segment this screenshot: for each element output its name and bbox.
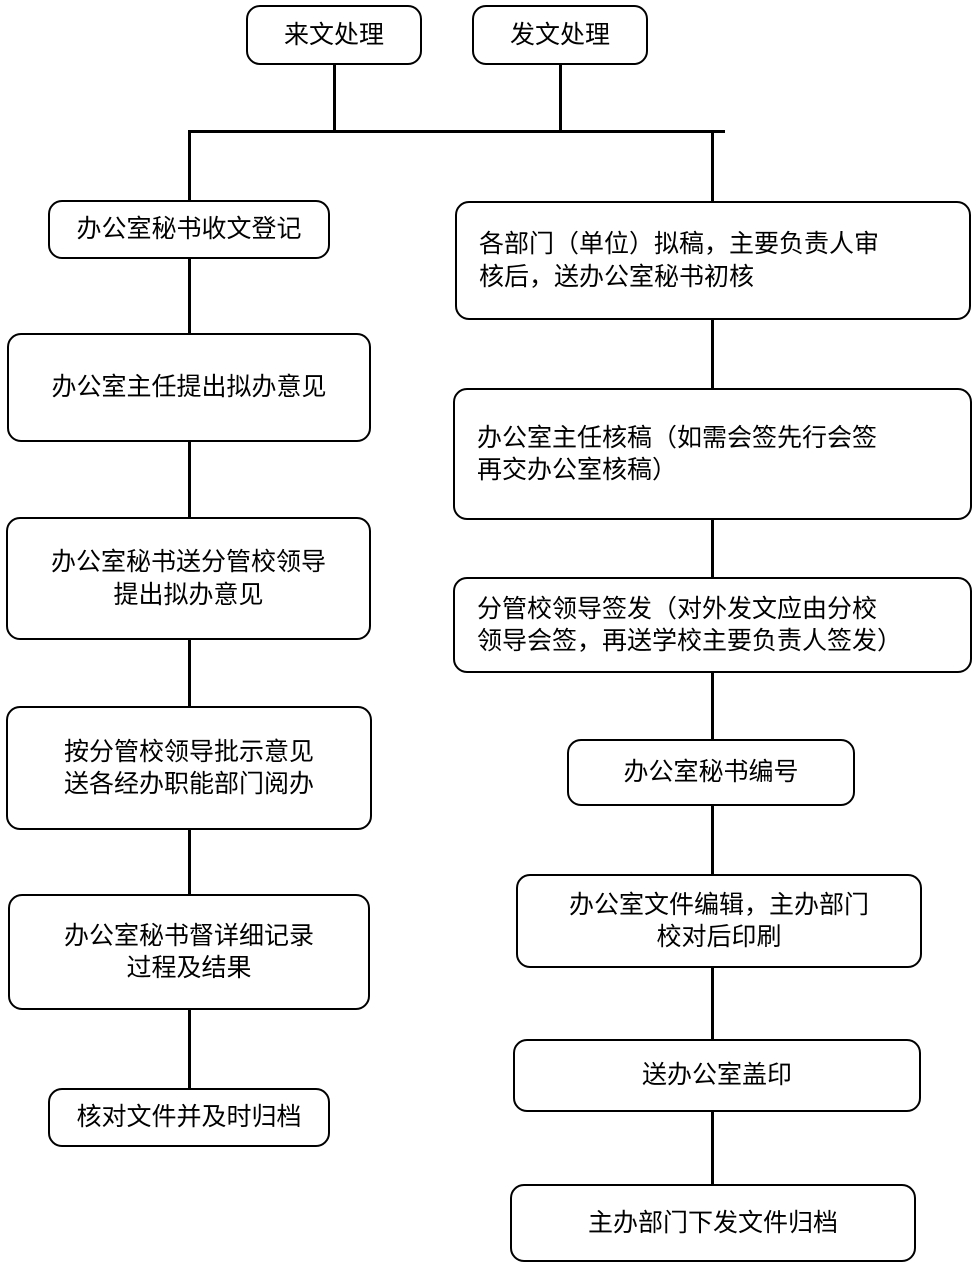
edge-right-2-to-3	[711, 519, 714, 578]
node-label: 办公室秘书送分管校领导 提出拟办意见	[50, 547, 326, 609]
edge-left-1-to-2	[188, 258, 191, 334]
edge-right-6-to-7	[711, 1111, 714, 1185]
node-right-step-3[interactable]: 分管校领导签发（对外发文应由分校 领导会签，再送学校主要负责人签发）	[453, 577, 972, 673]
node-outgoing-document-header[interactable]: 发文处理	[472, 5, 648, 65]
node-left-step-4[interactable]: 按分管校领导批示意见 送各经办职能部门阅办	[6, 706, 372, 830]
edge-bus-to-right-column	[711, 130, 714, 202]
edge-bus-to-left-column	[188, 130, 191, 202]
node-right-step-4[interactable]: 办公室秘书编号	[567, 739, 855, 806]
node-label: 发文处理	[509, 19, 610, 49]
node-label: 主办部门下发文件归档	[587, 1207, 838, 1237]
node-label: 办公室主任核稿（如需会签先行会签 再交办公室核稿）	[477, 422, 878, 485]
edge-right-5-to-6	[711, 967, 714, 1040]
edge-left-5-to-6	[188, 1009, 191, 1089]
node-right-step-6[interactable]: 送办公室盖印	[513, 1039, 921, 1112]
node-label: 送办公室盖印	[641, 1060, 792, 1090]
edge-right-3-to-4	[711, 672, 714, 740]
node-label: 各部门（单位）拟稿，主要负责人审 核后，送办公室秘书初核	[479, 229, 880, 291]
node-incoming-document-header[interactable]: 来文处理	[246, 5, 422, 65]
node-left-step-2[interactable]: 办公室主任提出拟办意见	[7, 333, 371, 442]
edge-right-4-to-5	[711, 805, 714, 875]
node-label: 核对文件并及时归档	[76, 1102, 302, 1132]
node-label: 按分管校领导批示意见 送各经办职能部门阅办	[63, 736, 314, 799]
edge-top-left-down	[333, 64, 336, 132]
node-label: 办公室秘书收文登记	[76, 214, 302, 244]
node-label: 办公室主任提出拟办意见	[51, 372, 327, 402]
edge-left-2-to-3	[188, 441, 191, 518]
node-right-step-7[interactable]: 主办部门下发文件归档	[510, 1184, 916, 1262]
node-label: 来文处理	[283, 19, 384, 49]
node-left-step-5[interactable]: 办公室秘书督详细记录 过程及结果	[8, 894, 370, 1010]
node-left-step-1[interactable]: 办公室秘书收文登记	[48, 200, 330, 259]
edge-horizontal-bus	[188, 130, 725, 133]
node-label: 分管校领导签发（对外发文应由分校 领导会签，再送学校主要负责人签发）	[477, 593, 903, 656]
node-label: 办公室文件编辑，主办部门 校对后印刷	[568, 889, 869, 952]
edge-top-right-down	[559, 64, 562, 132]
node-label: 办公室秘书编号	[623, 757, 799, 787]
edge-left-4-to-5	[188, 829, 191, 895]
node-right-step-5[interactable]: 办公室文件编辑，主办部门 校对后印刷	[516, 874, 922, 968]
node-left-step-6[interactable]: 核对文件并及时归档	[48, 1088, 330, 1147]
node-label: 办公室秘书督详细记录 过程及结果	[63, 920, 314, 983]
node-right-step-2[interactable]: 办公室主任核稿（如需会签先行会签 再交办公室核稿）	[453, 388, 972, 520]
edge-left-3-to-4	[188, 639, 191, 707]
node-left-step-3[interactable]: 办公室秘书送分管校领导 提出拟办意见	[6, 517, 371, 640]
node-right-step-1[interactable]: 各部门（单位）拟稿，主要负责人审 核后，送办公室秘书初核	[455, 201, 971, 320]
edge-right-1-to-2	[711, 319, 714, 389]
